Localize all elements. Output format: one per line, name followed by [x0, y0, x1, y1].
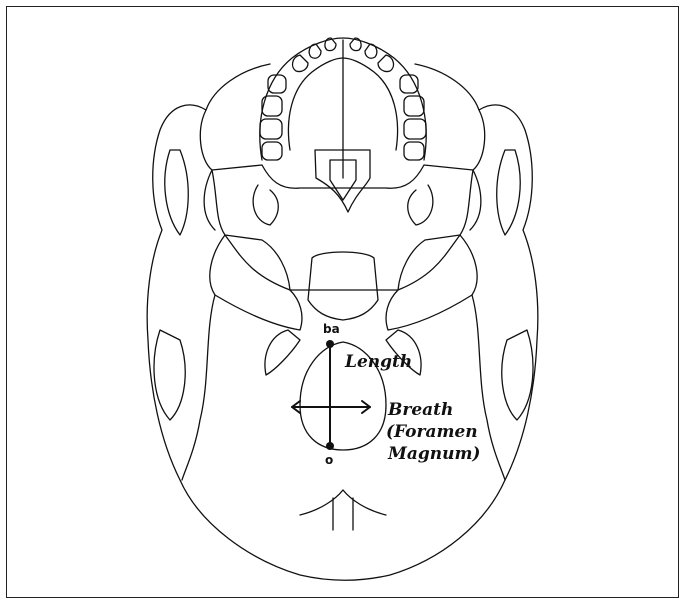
basilar-part [308, 252, 378, 320]
length-label: Length [344, 352, 412, 372]
occipital-suture [182, 295, 215, 480]
basion-point [326, 340, 334, 348]
basion-label: ba [323, 322, 340, 336]
breadth-label: Breath [387, 400, 453, 420]
opisthion-point [326, 442, 334, 450]
mastoid-left [154, 330, 185, 420]
magnum-label: Magnum) [387, 444, 480, 464]
petrous-left [210, 235, 302, 330]
temporal-fossa-right [497, 150, 520, 235]
foramen-label: (Foramen [386, 422, 478, 442]
sphenoid [212, 165, 473, 290]
condyle-left [265, 330, 300, 375]
opisthion-label: o [325, 453, 333, 467]
temporal-fossa-left [165, 150, 188, 235]
mastoid-right [502, 330, 533, 420]
occipital-protuberance [333, 498, 353, 530]
pterygoid-right [408, 185, 433, 225]
occipital-crest [300, 490, 386, 515]
pterygoid-left [253, 185, 278, 225]
